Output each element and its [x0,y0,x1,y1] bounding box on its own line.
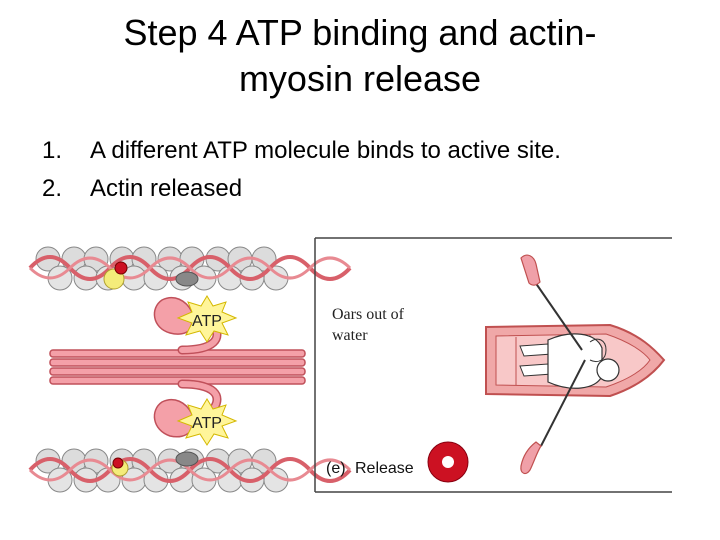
analogy-caption-line-2: water [332,327,368,344]
myosin-thick-filament [49,349,306,385]
binding-site-gray-top [175,271,199,287]
bullet-item-1: 1. A different ATP molecule binds to act… [42,132,561,170]
atp-star-top [176,295,238,343]
atp-star-bottom [176,398,238,446]
binding-site-top [103,261,128,290]
atp-label-bottom: ATP [192,415,222,432]
tropomyosin-strand [28,256,352,280]
atp-label-top: ATP [192,313,222,330]
bullet-list: 1. A different ATP molecule binds to act… [42,132,561,208]
binding-site-gray-bottom [175,451,199,467]
bullet-number: 2. [42,175,63,202]
analogy-caption-line-1: Oars out of [332,306,405,323]
bullet-item-2: 2. Actin released [42,170,561,208]
slide-title: Step 4 ATP binding and actin- myosin rel… [60,10,660,102]
release-target-icon [427,441,469,483]
analogy-panel [314,237,672,493]
actin-filament-top [28,246,352,291]
title-line-1: Step 4 ATP binding and actin- [123,12,597,53]
tropomyosin-strand [28,458,352,482]
title-line-2: myosin release [238,58,482,99]
panel-letter: (e) [326,460,346,477]
binding-site-bottom [111,457,129,477]
oar-bottom [520,359,586,475]
bullet-number: 1. [42,137,63,164]
rower [519,333,620,389]
actin-filament-bottom [28,448,352,493]
oar-top [520,254,583,351]
bullet-text: A different ATP molecule binds to active… [90,137,561,164]
panel-label: Release [355,460,414,477]
bullet-text: Actin released [90,175,243,202]
